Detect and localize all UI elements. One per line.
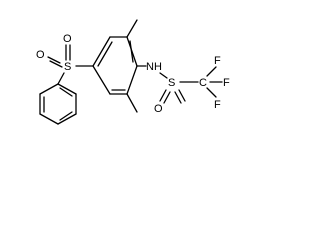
bond-s-o-left-a	[47, 56, 61, 64]
atom-o-left: O	[36, 49, 45, 61]
bond-c-f-top	[206, 66, 217, 77]
bond-nh-to-s	[159, 72, 168, 79]
bond-ring-1	[92, 36, 111, 67]
bond-methyl-bottom	[126, 93, 138, 113]
atom-f-bottom: F	[214, 99, 221, 111]
bond-methyl-top	[126, 19, 138, 38]
bond-phenyl-to-s	[57, 72, 65, 85]
atom-s-sulfone: S	[64, 61, 71, 73]
atom-c-cf3: C	[199, 77, 207, 89]
chemical-structure-diagram: O O S NH S O C F F F	[0, 0, 250, 152]
bonds	[39, 19, 223, 125]
atom-o-top: O	[63, 33, 72, 45]
bond-phenyl-1	[39, 83, 59, 95]
atom-nh: NH	[146, 61, 162, 73]
bond-c-f-bottom	[206, 87, 217, 98]
bond-phenyl-4	[57, 113, 77, 125]
atom-labels: O O S NH S O C F F F	[36, 33, 230, 115]
bond-s2-o-right-b	[174, 91, 182, 104]
bond-ring-6	[92, 65, 111, 95]
bond-ring-double-1	[97, 41, 113, 67]
bond-ring-4	[126, 65, 138, 95]
bond-phenyl-6	[57, 83, 77, 95]
diagram-background	[0, 0, 250, 152]
bond-s2-o-b	[163, 91, 171, 104]
bond-phenyl-double-2	[59, 111, 73, 121]
bond-phenyl-double-3	[59, 87, 73, 97]
bond-phenyl-3	[39, 113, 59, 125]
atom-f-right: F	[223, 77, 230, 89]
atom-o-bottom-left: O	[154, 103, 163, 115]
bond-s2-o-a	[159, 89, 167, 102]
bond-ring-double-2	[129, 40, 134, 63]
bond-s2-o-right-a	[178, 89, 186, 102]
atom-s-triflyl: S	[168, 77, 175, 89]
bond-s-o-left-b	[49, 60, 63, 68]
atom-f-top: F	[214, 55, 221, 67]
